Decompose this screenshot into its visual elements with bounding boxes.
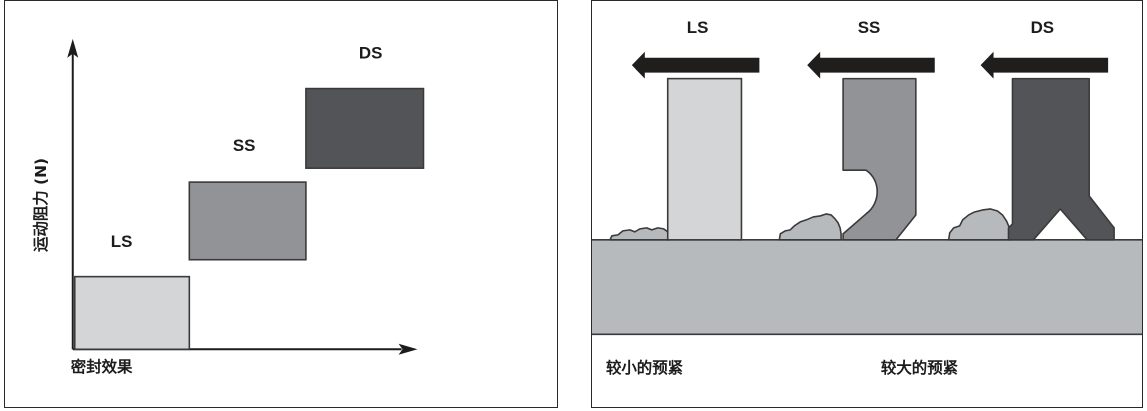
debris-pile-ds [947,208,1012,241]
motion-arrow-ss [807,51,935,79]
substrate-band [592,239,1142,335]
chart-block-ds [305,87,425,169]
header-label-ls: LS [687,18,709,37]
chart-label-ss: SS [233,136,256,155]
chart-label-ls: LS [111,232,133,251]
cross-section-svg: LS SS DS [592,18,1142,377]
motion-arrow-ds [980,51,1109,79]
debris-pile-ls [609,227,671,241]
debris-pile-ss [778,213,842,241]
chart-block-ss [188,181,307,261]
y-axis-title: 运动阻力 (N) [31,158,50,252]
right-panel: LS SS DS [591,0,1143,408]
seal-body-ss [842,77,917,241]
footer-label-large-preload: 较大的预紧 [881,358,959,377]
motion-arrow-ls [631,51,760,79]
seal-body-ls [666,77,743,241]
header-label-ss: SS [858,18,881,37]
seal-body-ds [1007,77,1115,241]
y-axis-arrowhead [67,38,79,58]
x-axis-arrowhead [398,343,418,355]
footer-label-small-preload: 较小的预紧 [606,358,684,377]
chart-label-ds: DS [359,44,383,63]
header-label-ds: DS [1031,18,1055,37]
x-axis-title: 密封效果 [71,357,133,376]
left-panel: LS SS DS 运动阻力 (N) 密封效果 [4,0,558,408]
chart-svg: LS SS DS 运动阻力 (N) 密封效果 [31,38,425,376]
chart-block-ls [73,275,191,351]
